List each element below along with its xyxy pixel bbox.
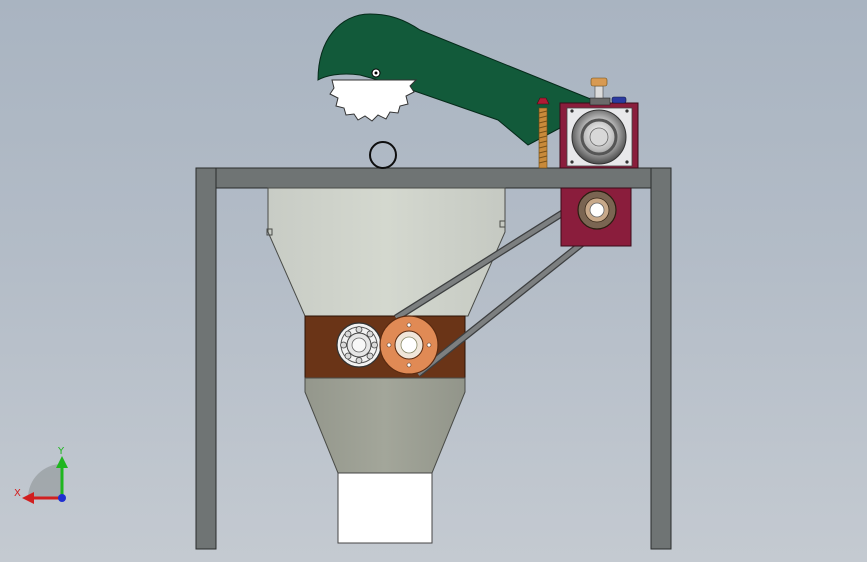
triad-y-label: Y: [57, 446, 65, 457]
hopper-lower-funnel[interactable]: [304, 377, 466, 474]
orientation-triad[interactable]: Y X: [14, 446, 68, 504]
threaded-rod[interactable]: [536, 97, 550, 169]
steel-frame[interactable]: [195, 167, 672, 550]
frame-left-leg[interactable]: [195, 167, 217, 550]
drive-pulley[interactable]: [577, 190, 617, 230]
frame-top-beam[interactable]: [195, 167, 672, 189]
blade-guard-arm[interactable]: [317, 13, 599, 146]
bearing-balls: [340, 326, 378, 364]
hopper-upper[interactable]: [267, 187, 506, 317]
triad-x-label: X: [14, 488, 21, 499]
driven-pulley[interactable]: [379, 315, 439, 375]
hopper-notch-left: [266, 228, 273, 236]
saw-blade[interactable]: [329, 68, 418, 122]
outlet-chute[interactable]: [337, 472, 433, 544]
motor-adjuster[interactable]: [589, 77, 627, 106]
hopper-notch-right: [499, 220, 506, 228]
frame-right-leg[interactable]: [650, 167, 672, 550]
ball-bearing[interactable]: [336, 322, 382, 368]
triad-plane-indicator: [28, 464, 62, 498]
lifting-ring[interactable]: [369, 141, 397, 169]
motor-housing[interactable]: [559, 102, 639, 169]
